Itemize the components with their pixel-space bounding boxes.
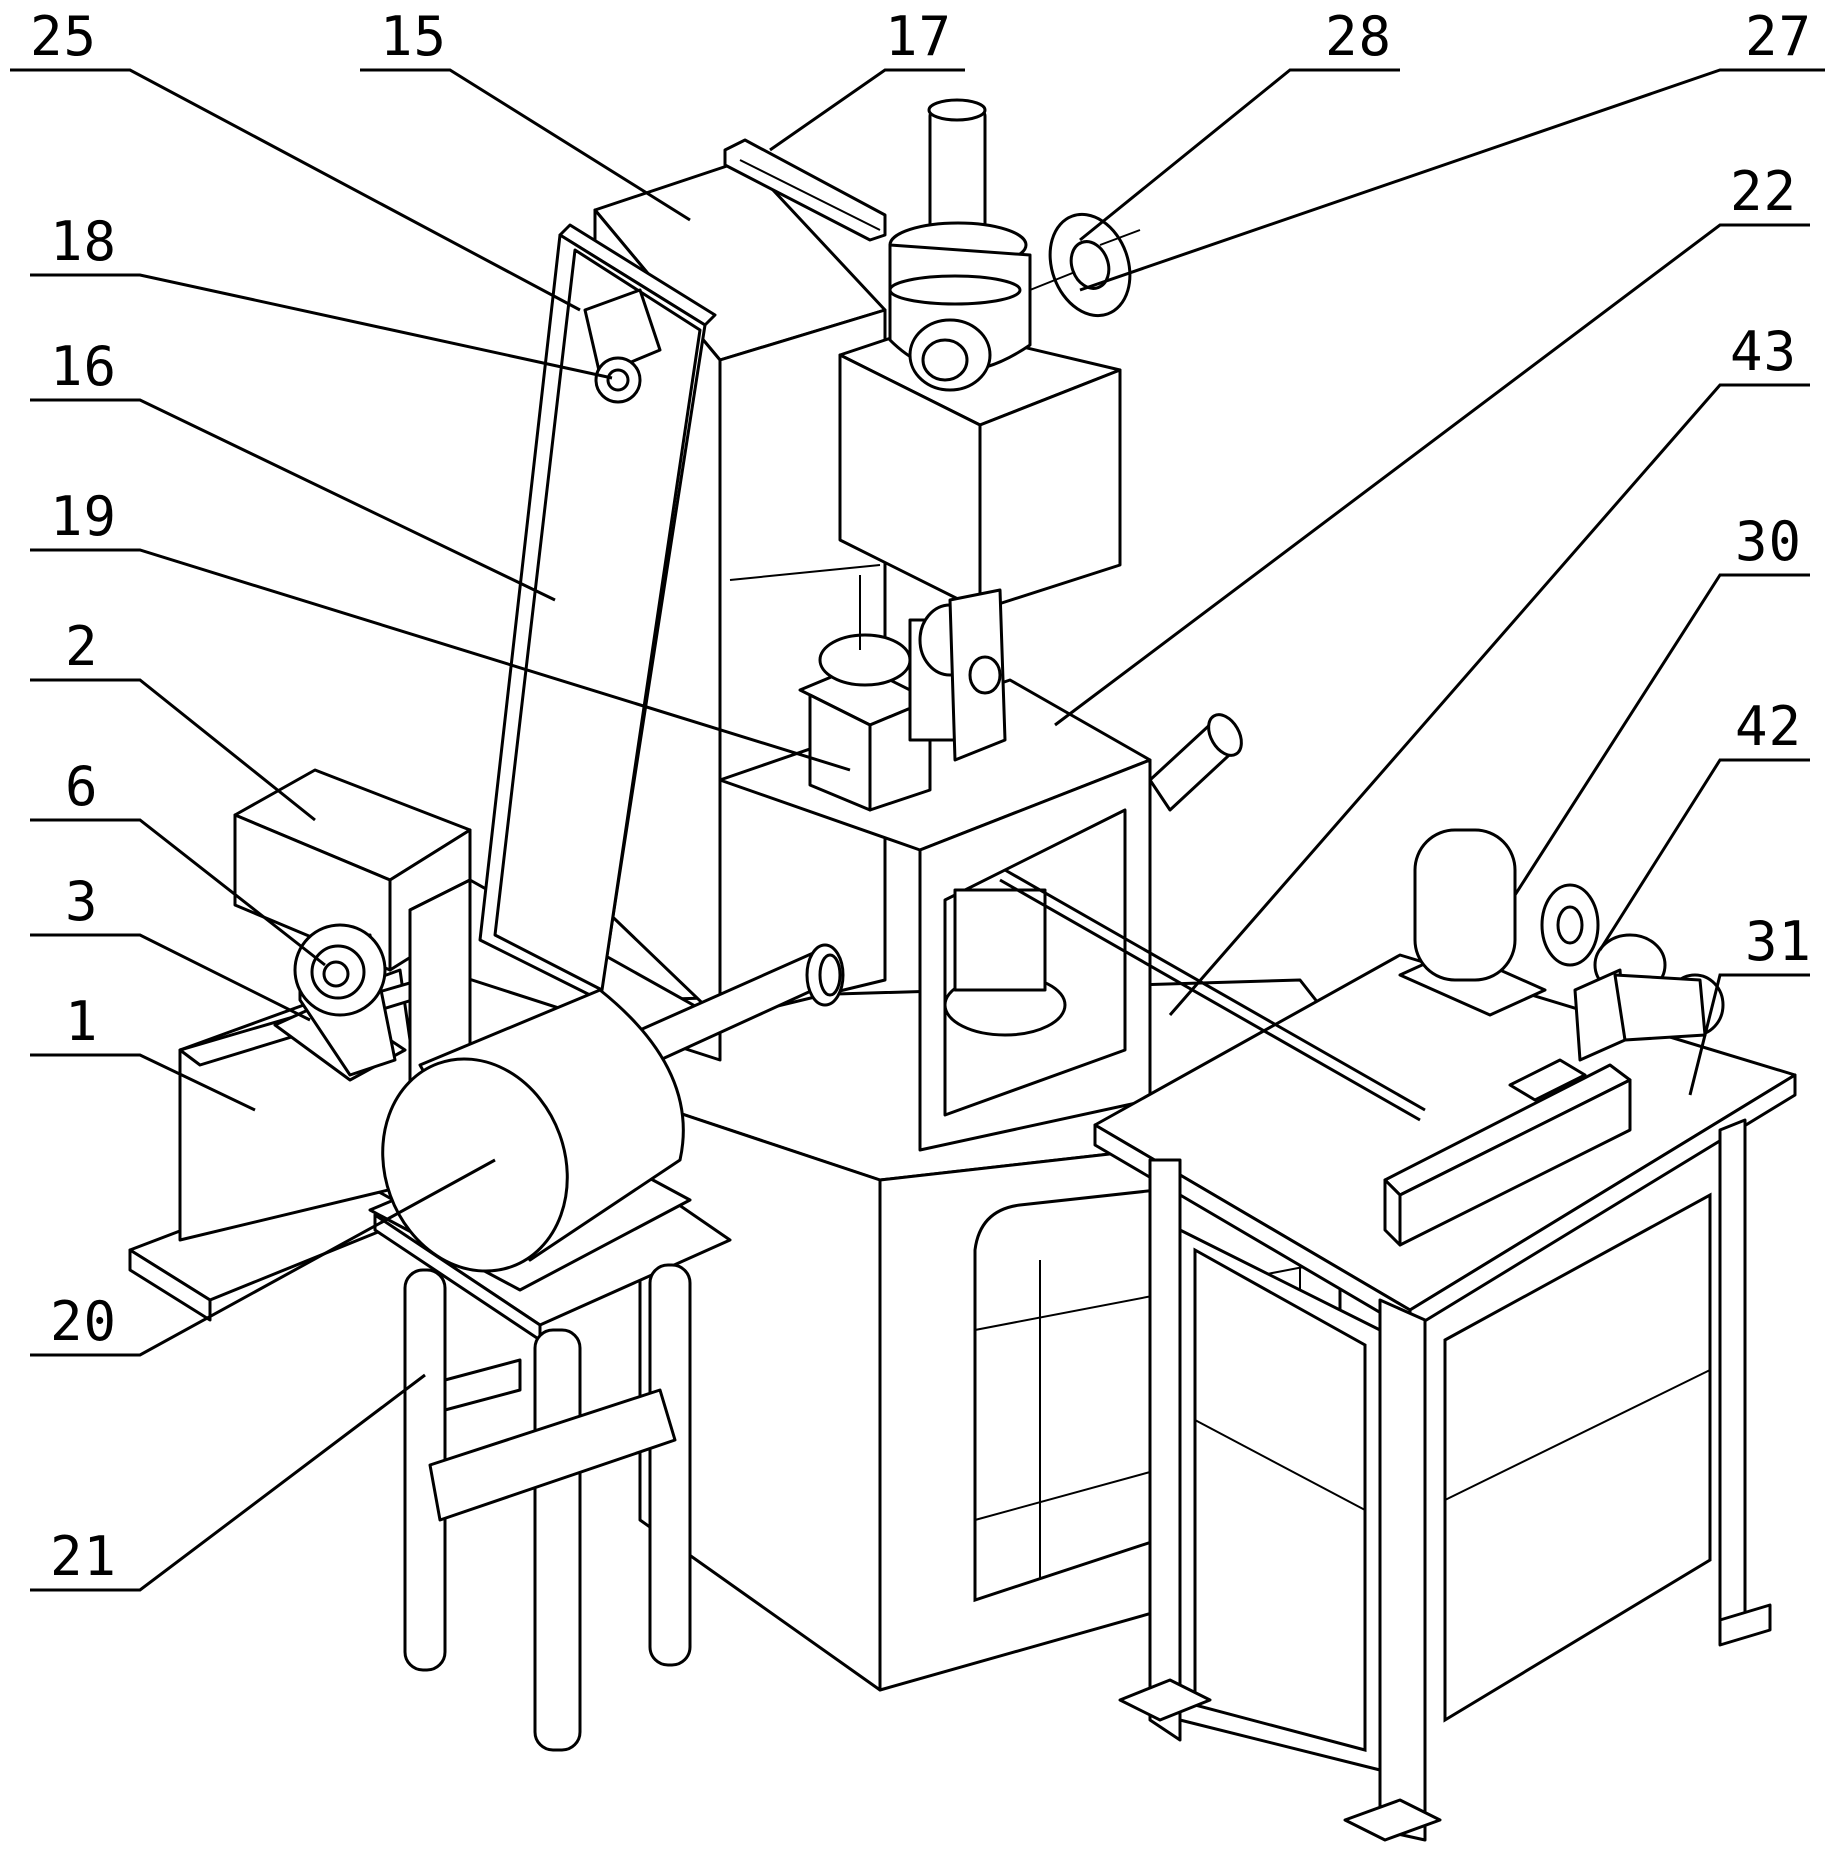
label-21: 21 <box>50 1525 117 1588</box>
label-18: 18 <box>50 210 117 273</box>
label-19: 19 <box>50 485 117 548</box>
label-30: 30 <box>1735 510 1802 573</box>
label-31: 31 <box>1745 910 1812 973</box>
label-2: 2 <box>65 615 99 678</box>
feed-motor <box>1400 830 1598 1015</box>
label-27: 27 <box>1745 5 1812 68</box>
label-17: 17 <box>885 5 952 68</box>
label-16: 16 <box>50 335 117 398</box>
label-22: 22 <box>1730 160 1797 223</box>
label-15: 15 <box>380 5 447 68</box>
right-table <box>1095 955 1795 1840</box>
label-43: 43 <box>1730 320 1797 383</box>
label-6: 6 <box>65 755 99 818</box>
label-28: 28 <box>1325 5 1392 68</box>
spindle-head <box>890 100 1143 390</box>
label-42: 42 <box>1735 695 1802 758</box>
label-25: 25 <box>30 5 97 68</box>
label-3: 3 <box>65 870 99 933</box>
label-1: 1 <box>65 990 99 1053</box>
label-20: 20 <box>50 1290 117 1353</box>
